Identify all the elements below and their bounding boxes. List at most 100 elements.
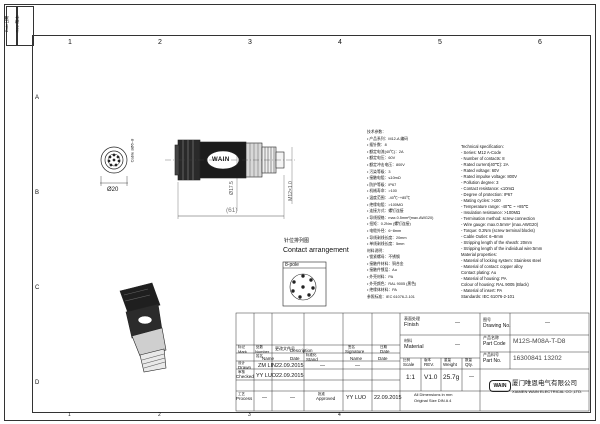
drawing-no-value: —	[545, 320, 550, 326]
spec-cn-line: • 污染等级：3	[367, 169, 391, 174]
spec-en-line: - Series: M12 A-Code	[461, 150, 502, 155]
weight-value: 25.7g	[443, 374, 460, 381]
stand-label-en: Stand	[306, 357, 318, 362]
spec-cn-line: • 扭矩：0.2Nm (螺钉连接)	[367, 222, 411, 227]
spec-en-line: - Temperature range: -40℃ ~ +85℃	[461, 204, 529, 209]
spec-cn-line: • 导线规格：max.0.5mm²(max.AWG20)	[367, 215, 434, 220]
spec-en-line: Colour of housing: RAL 9005 (Black)	[461, 282, 529, 287]
name-label-en: Name	[262, 356, 275, 361]
spec-cn-line: • 插针数：8	[367, 143, 387, 148]
company-logo: WAIN	[489, 380, 511, 392]
drawn-name: ZM LIN	[258, 363, 277, 369]
scale-value: 1:1	[406, 374, 416, 381]
spec-list-en: Technical specification: - Series: M12 A…	[461, 144, 542, 300]
stand-name: —	[320, 363, 325, 369]
spec-en-line: - Rated impulse voltage: 800V	[461, 174, 518, 179]
material-label-cn: 材料	[404, 338, 412, 343]
number-label-en: Number	[255, 349, 270, 354]
spec-cn-line: • 额定电压：60V	[367, 156, 396, 161]
revision-box: Rev. 版本	[15, 6, 34, 46]
checked-label-cn: 审核	[238, 370, 245, 374]
spec-en-line: - Rated voltage: 60V	[461, 168, 500, 173]
zone-number-3: 3	[248, 39, 252, 46]
cable-range-label: Cable ≤Ø6~8	[129, 138, 135, 163]
spec-en-line: - Degree of protection: IP67	[461, 192, 513, 197]
pin-pole-label: 8-pole	[285, 262, 299, 268]
process-date: —	[290, 395, 295, 401]
zone-number-1-bottom: 1	[68, 412, 71, 418]
change-label: 更改文件号	[275, 346, 295, 351]
rev-label-en: REV.	[424, 362, 435, 367]
spec-cn-line: • 机械寿命：>100	[367, 189, 397, 194]
spec-en-line: - Stripping length of the sheath: 20mm	[461, 240, 532, 245]
mark-label-en: Mark	[238, 349, 247, 354]
zone-number-1: 1	[68, 39, 72, 46]
zone-number-2-bottom: 2	[158, 412, 161, 418]
spec-en-line: - Material of insert: PA	[461, 288, 503, 293]
name-label-cn: 姓名	[256, 354, 263, 358]
dims-note: All Dimensions in mm	[414, 392, 453, 397]
qty-label-en: Qty.	[465, 362, 473, 367]
approved-date: 22.09.2015	[374, 395, 402, 401]
spec-cn-line: • 产品系列：M12-A 编码	[367, 136, 408, 141]
checked-date: 22.09.2015	[276, 373, 304, 379]
spec-en-line: - Mating cycles: >100	[461, 198, 501, 203]
process-name: —	[262, 395, 267, 401]
outer-border	[4, 4, 596, 421]
spec-en-line: - Contact resistance: ≤10mΩ	[461, 186, 515, 191]
zone-letter-b: B	[35, 190, 40, 196]
spec-en-line: Material properties:	[461, 252, 497, 257]
spec-en-line: - Termination method: screw connection	[461, 216, 535, 221]
spec-cn-line: • 电缆外径：6~8mm	[367, 228, 402, 233]
pin-title-en: Contact arrangement	[283, 247, 349, 254]
front-face-view	[100, 146, 128, 186]
number-label-cn: 处数	[256, 345, 263, 349]
thread-label: M12×1.0	[287, 181, 294, 201]
drawing-no-label-cn: 图号	[483, 317, 491, 322]
date-label-en: Date	[380, 349, 390, 354]
material-value: —	[455, 342, 460, 348]
date-row-label: Date	[290, 356, 300, 361]
signature-label-cn: 签名	[348, 345, 355, 349]
spec-en-line: - Torque: 0.2Nm (screw terminal blocks)	[461, 228, 535, 233]
qty-value: —	[469, 374, 474, 380]
date-label-cn: 日期	[380, 345, 387, 349]
spec-cn-line: • 外壳材料：PA	[367, 275, 394, 280]
spec-cn-line: • 外壳颜色：RAL 9005 (黑色)	[367, 281, 417, 286]
spec-en-line: - Insulation resistance: >100MΩ	[461, 210, 521, 215]
qty-label-cn: 数量	[465, 358, 472, 362]
revision-date-box: Date日期	[4, 6, 18, 46]
zone-letter-c: C	[35, 285, 40, 291]
part-code-label-en: Part Code	[483, 341, 506, 347]
drawn-label-cn: 设计	[238, 361, 245, 365]
spec-en-line: Technical specification:	[461, 144, 504, 149]
spec-en-line: - Wire gauge: max.0.5mm² (max.AWG20)	[461, 222, 539, 227]
finish-label-en: Finish	[404, 322, 419, 328]
overall-length-label: (61)	[226, 207, 238, 214]
spec-en-line: - Cable Outlet: 6~8mm	[461, 234, 504, 239]
pin-arrangement	[282, 261, 327, 307]
rev-label-cn: 版本	[424, 358, 431, 362]
name-label-2: Name	[350, 356, 363, 361]
spec-cn-line: • 接触电阻：≤10mΩ	[367, 176, 401, 181]
spec-cn-line: • 额定电流(40℃)：2A	[367, 149, 404, 154]
process-label-en: Process	[236, 396, 253, 401]
checked-label-en: Checked	[236, 374, 254, 379]
spec-en-line: - Number of contacts: 8	[461, 156, 505, 161]
zone-number-4: 4	[338, 39, 342, 46]
approved-label-cn: 批准	[318, 392, 325, 396]
zone-number-5: 5	[438, 39, 442, 46]
part-no-label-cn: 产品料号	[483, 352, 499, 357]
spec-cn-line: • 接触件镀层：Au	[367, 268, 397, 273]
material-label-en: Material	[404, 344, 424, 350]
rev-value: V1.0	[424, 374, 438, 381]
spec-en-line: - Material of locking system: Stainless …	[461, 258, 542, 263]
spec-cn-line: • 温度范围：-40℃~+85℃	[367, 195, 411, 200]
inner-border	[32, 35, 591, 413]
zone-number-4-bottom: 4	[338, 412, 341, 418]
drawing-no-label-en: Drawing No.	[483, 323, 511, 329]
spec-cn-line: • 绝缘体材料：PA	[367, 288, 397, 293]
spec-en-line: - Stripping length of the individual wir…	[461, 246, 543, 251]
spec-en-line: - Material of contact: copper alloy	[461, 264, 523, 269]
